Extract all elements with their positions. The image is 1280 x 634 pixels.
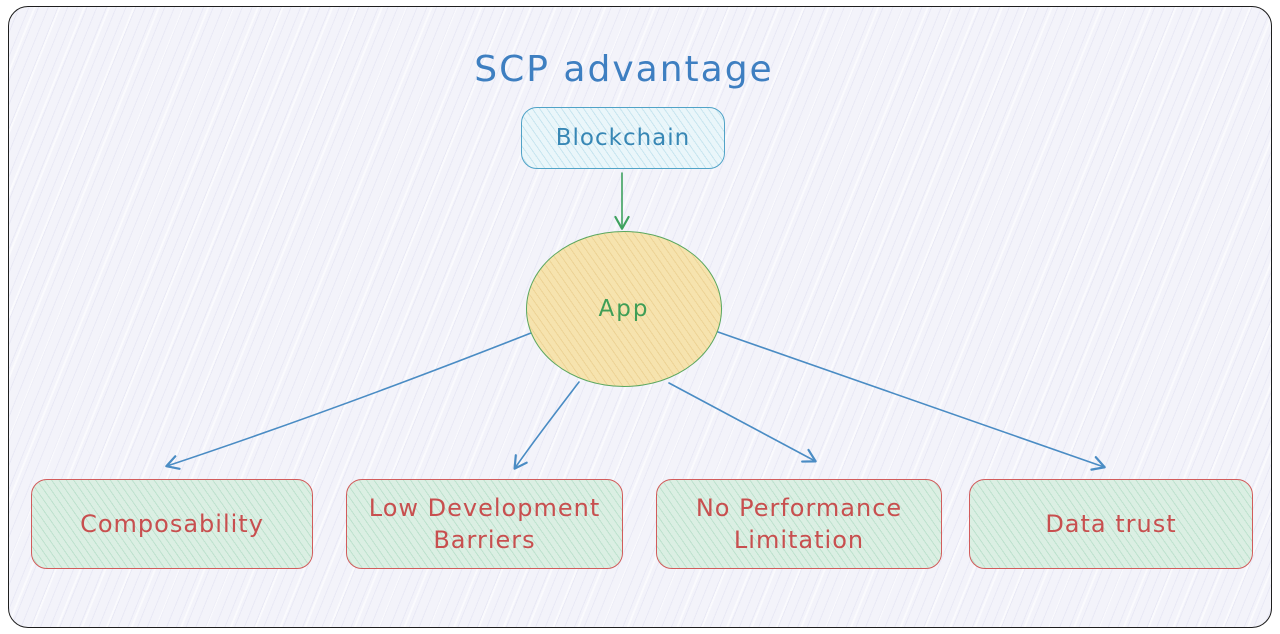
edge-app-to-composability [165, 332, 532, 470]
node-data-trust: Data trust [969, 479, 1253, 569]
edge-app-to-no-performance-limitation [668, 382, 817, 463]
node-low-development-barriers-label: Low Development Barriers [368, 493, 601, 554]
edge-app-to-low-development-barriers [513, 381, 580, 470]
node-app-label: App [598, 296, 650, 322]
diagram-title: SCP advantage [474, 49, 774, 90]
diagram-frame: SCP advantage Blockchain App Co [8, 6, 1272, 628]
node-no-performance-limitation-label: No Performance Limitation [695, 493, 903, 554]
node-composability: Composability [31, 479, 313, 569]
node-blockchain: Blockchain [521, 107, 725, 169]
node-no-performance-limitation: No Performance Limitation [656, 479, 942, 569]
node-composability-label: Composability [80, 509, 264, 538]
node-data-trust-label: Data trust [1045, 509, 1177, 538]
node-low-development-barriers: Low Development Barriers [346, 479, 623, 569]
edge-app-to-data-trust [717, 331, 1106, 471]
node-app: App [526, 231, 722, 387]
node-blockchain-label: Blockchain [555, 125, 691, 151]
